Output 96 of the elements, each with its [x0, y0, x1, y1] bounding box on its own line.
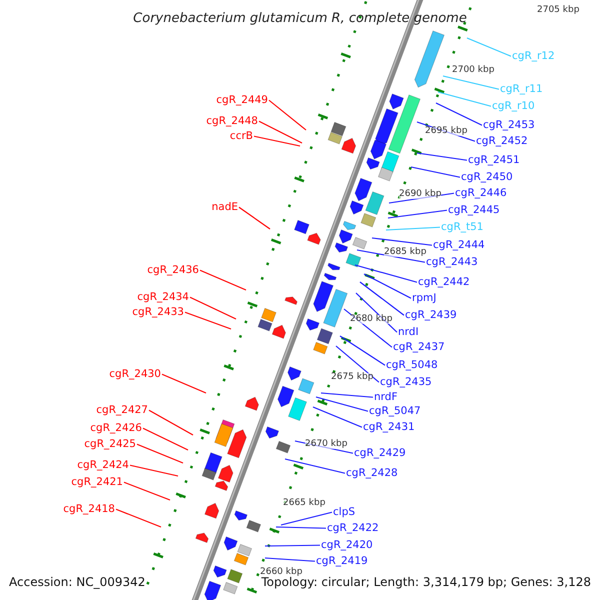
gene-label: cgR_2443: [426, 257, 478, 268]
gene-label: cgR_2433: [132, 307, 184, 318]
gene-label: cgR_2430: [109, 369, 161, 380]
leader-line: [116, 508, 162, 528]
leader-line: [416, 152, 468, 161]
leader-line: [238, 206, 270, 230]
leader-line: [312, 406, 362, 428]
leader-line: [386, 226, 440, 231]
scale-label: 2690 kbp: [399, 190, 442, 199]
leader-line: [316, 396, 368, 412]
diagram-title: Corynebacterium glutamicum R, complete genome: [132, 12, 468, 25]
gene-label: cgR_2431: [363, 422, 415, 432]
leader-line: [294, 440, 354, 454]
gene-label: cgR_r12: [512, 51, 555, 62]
gene-label: cgR_2418: [63, 504, 115, 514]
gene-label: cgR_2428: [346, 468, 398, 478]
leader-line: [410, 166, 460, 178]
scale-label: 2705 kbp: [537, 6, 580, 15]
accession-text: Accession: NC_009342: [9, 576, 146, 588]
leader-line: [416, 121, 476, 142]
gene-label: cgR_2448: [206, 116, 258, 126]
gene-label: cgR_2419: [316, 556, 368, 566]
scale-label: 2685 kbp: [384, 248, 426, 257]
leader-line: [356, 249, 426, 263]
gene-label: cgR_2437: [393, 342, 445, 352]
gene-label: cgR_2451: [468, 155, 520, 166]
leader-line: [466, 38, 512, 57]
leader-line: [136, 444, 184, 464]
gene-label: cgR_2453: [483, 120, 535, 130]
genome-info-text: Topology: circular; Length: 3,314,179 bp; Genes: 3,128: [261, 576, 591, 588]
gene-label: cgR_5047: [369, 406, 421, 416]
leader-line: [364, 274, 412, 299]
leader-line: [388, 210, 448, 219]
leader-line: [354, 264, 418, 283]
gene-label: nrdI: [398, 327, 419, 338]
leader-line: [276, 526, 326, 529]
scale-label: 2670 kbp: [305, 440, 348, 449]
leader-line: [284, 458, 346, 474]
leader-line: [280, 512, 332, 526]
leader-line: [148, 410, 194, 436]
scale-label: 2665 kbp: [283, 499, 326, 508]
gene-label: cgR_2452: [476, 136, 528, 146]
leader-line: [190, 296, 236, 320]
gene-label: cgR_2442: [418, 277, 470, 288]
gene-label: clpS: [333, 507, 356, 518]
gene-label: cgR_2429: [354, 448, 406, 458]
gene-label: rpmJ: [412, 293, 436, 304]
leader-line: [388, 192, 454, 204]
leader-line: [436, 102, 482, 126]
leader-line: [264, 557, 316, 562]
gene-label: cgR_r11: [500, 84, 543, 94]
leader-line: [340, 336, 386, 366]
leader-line: [372, 237, 432, 246]
gene-label: cgR_2449: [216, 95, 268, 106]
leader-line: [320, 392, 374, 398]
gene-label: cgR_2422: [327, 523, 379, 534]
gene-label: cgR_2424: [77, 460, 129, 470]
leader-line: [344, 308, 392, 348]
gene-label: cgR_2426: [90, 423, 142, 434]
gene-label: cgR_r10: [492, 101, 535, 112]
gene-label: cgR_2450: [461, 172, 513, 182]
scale-label: 2695 kbp: [425, 127, 468, 136]
gene-label: nadE: [212, 202, 238, 212]
leader-line: [336, 346, 380, 383]
gene-label: cgR_2439: [405, 310, 457, 320]
gene-label: cgR_2446: [455, 188, 507, 198]
gene-label: cgR_2435: [380, 377, 432, 388]
gene-label: cgR_5048: [386, 360, 438, 370]
leader-line: [200, 270, 246, 290]
gene-label: cgR_2436: [147, 265, 199, 276]
scale-label: 2680 kbp: [350, 315, 392, 324]
leader-line: [184, 312, 232, 330]
gene-label: nrdF: [374, 392, 398, 402]
leader-line: [162, 374, 206, 394]
leader-line: [268, 100, 306, 130]
leader-line: [265, 544, 320, 547]
gene-label: cgR_2420: [321, 540, 373, 550]
scale-label: 2675 kbp: [331, 373, 374, 382]
leader-line: [356, 292, 398, 333]
leader-line: [360, 282, 404, 316]
leader-line: [254, 136, 300, 147]
leader-line: [124, 482, 170, 501]
leader-line: [438, 91, 492, 107]
leader-line: [142, 428, 188, 450]
leader-line: [130, 464, 178, 477]
gene-label: cgR_2425: [84, 439, 136, 450]
gene-label: cgR_2445: [448, 205, 500, 216]
gene-label: cgR_2434: [137, 292, 189, 302]
gene-label: cgR_2421: [71, 477, 123, 488]
gene-label: ccrB: [230, 131, 253, 142]
scale-label: 2700 kbp: [452, 66, 494, 75]
gene-label: cgR_2444: [433, 240, 485, 250]
gene-label: cgR_2427: [96, 405, 148, 416]
gene-label: cgR_t51: [441, 222, 484, 232]
leader-line: [442, 75, 500, 90]
leader-line: [258, 120, 302, 144]
